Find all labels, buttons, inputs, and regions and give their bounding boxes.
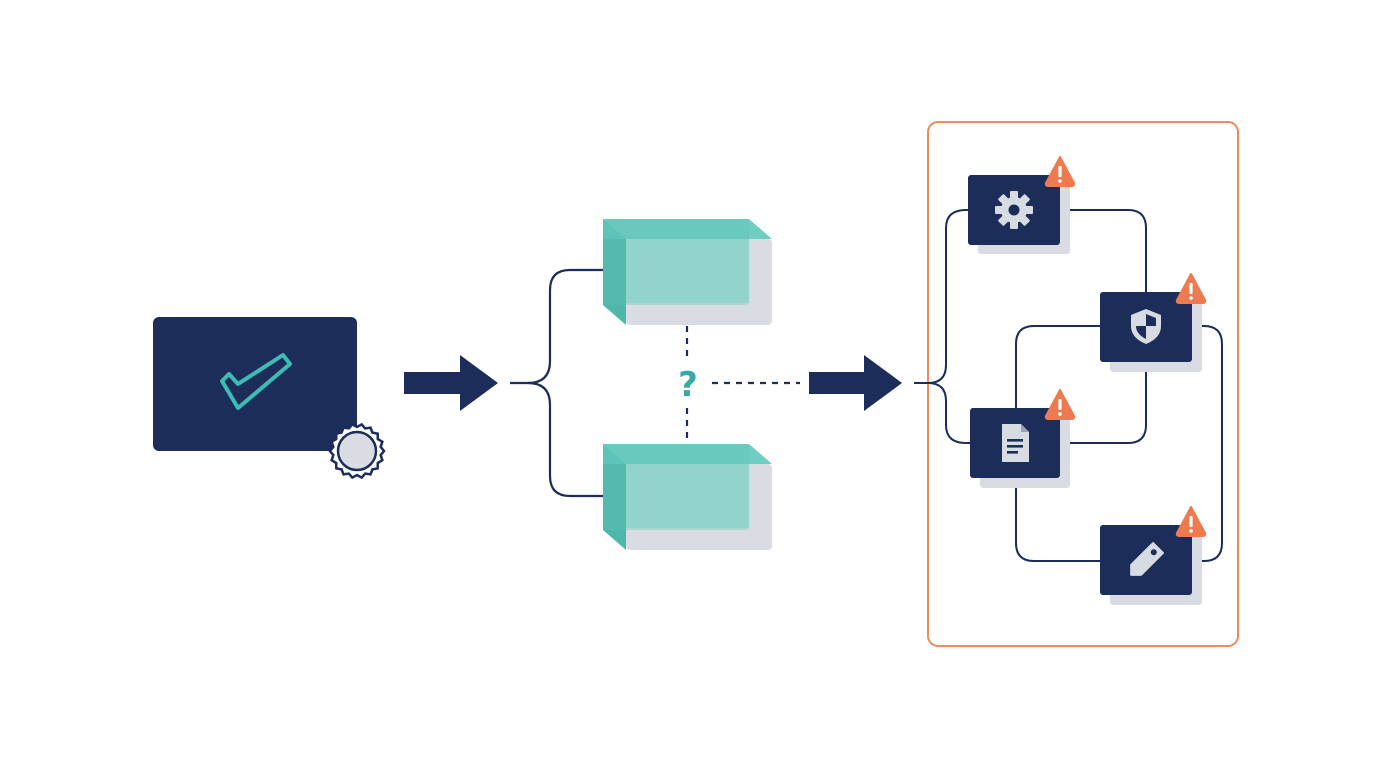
warning-icon [1044,156,1076,187]
branch-connector [510,268,615,498]
upper-block [603,219,772,325]
warning-icon [1175,273,1207,304]
shield-icon [1131,309,1161,344]
seal-badge [328,422,386,480]
warning-icon [1044,389,1076,420]
uncertain-link [685,326,800,443]
document-icon [1002,424,1029,462]
question-mark: ? [678,365,698,405]
tag-card [1100,506,1207,605]
verified-card [153,317,386,480]
check-icon [220,353,292,410]
shield-card [1100,273,1207,372]
lower-block [603,444,772,550]
flow-arrow-2 [809,355,902,411]
group-connectors [914,209,1223,562]
flow-arrow-1 [404,355,498,411]
tag-icon [1130,542,1164,576]
gear-card [968,156,1076,254]
document-card [970,389,1076,488]
gear-icon [995,191,1033,229]
warning-icon [1175,506,1207,537]
